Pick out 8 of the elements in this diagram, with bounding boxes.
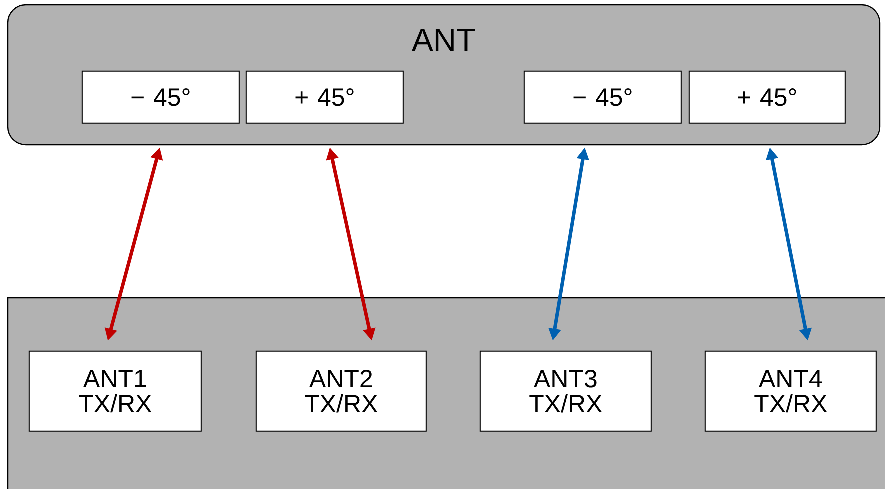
port-box: ANT2 TX/RX xyxy=(256,350,427,432)
port-box: + 45° xyxy=(246,70,404,124)
port-box: + 45° xyxy=(688,70,846,124)
port-box: ANT3 TX/RX xyxy=(480,350,652,432)
port-box: − 45° xyxy=(524,70,682,124)
port-box: − 45° xyxy=(82,70,240,124)
port-box: ANT4 TX/RX xyxy=(704,350,877,432)
port-box: ANT1 TX/RX xyxy=(28,350,202,432)
